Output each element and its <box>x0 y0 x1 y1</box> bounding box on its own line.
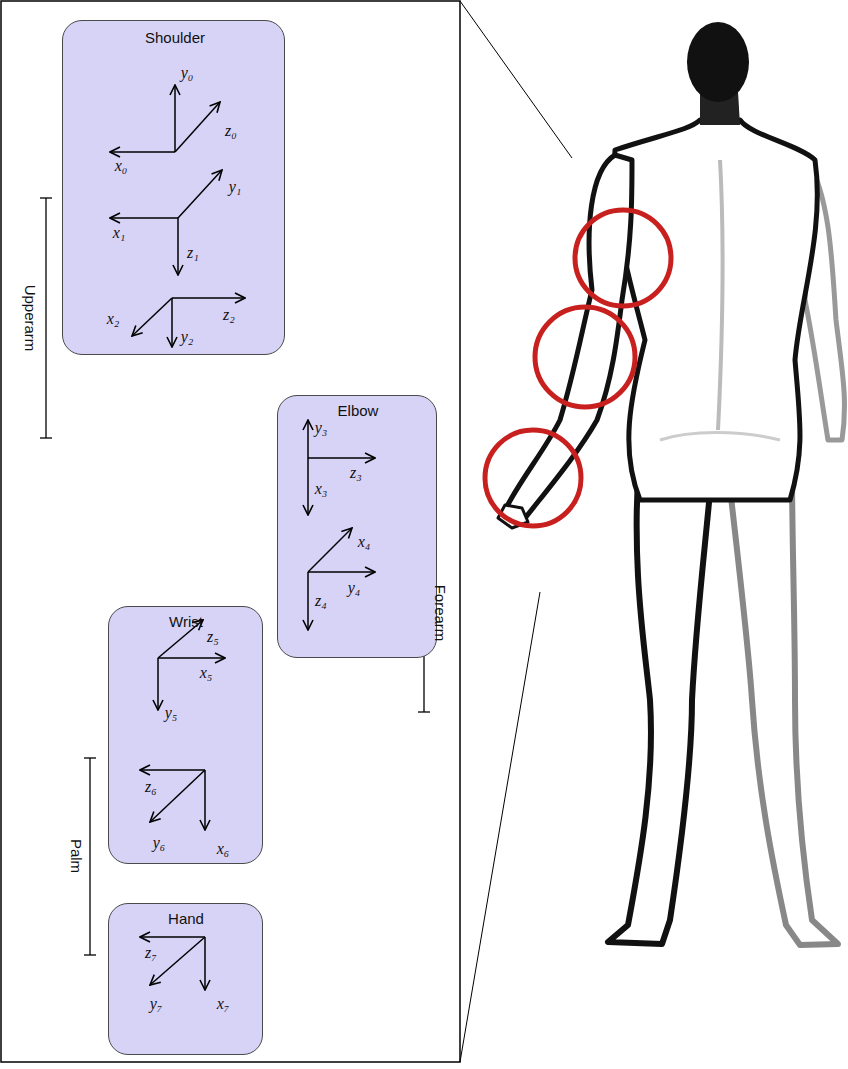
axis-label: x₆ <box>217 840 230 858</box>
joint-heading: Shoulder <box>145 30 205 47</box>
joint-box: Shoulder y₀ z₀ x₀ y₁ x₁ z₁ x₂ z₂ y₂ <box>62 20 285 355</box>
segment-label: Upperarm <box>22 285 39 352</box>
axis-label: z₄ <box>315 592 327 610</box>
axis-label: x₁ <box>113 224 126 242</box>
axis-label: z₁ <box>187 244 199 262</box>
human-figure <box>498 22 844 945</box>
axis-label: x₀ <box>115 157 128 175</box>
axis-label: z₂ <box>223 306 235 324</box>
joint-box: Wristz₅ x₅ y₅ z₆ y₆ x₆ <box>108 606 263 864</box>
joint-box: Hand z₇ y₇ x₇ <box>108 903 263 1055</box>
axis-label: z₇ <box>145 944 157 962</box>
axis-label: x₂ <box>107 310 120 328</box>
joint-highlight <box>485 210 671 526</box>
axis-label: z₆ <box>145 778 157 796</box>
axis-label: x₄ <box>358 533 371 551</box>
axis-label: y₄ <box>348 579 361 597</box>
joint-box: Elbow y₃ z₃ x₃ x₄ y₄ z₄ <box>277 395 437 658</box>
axis-arrow <box>110 85 375 990</box>
axis-label: x₅ <box>200 664 213 682</box>
joint-heading: Hand <box>168 911 204 928</box>
joint-heading: Elbow <box>338 403 379 420</box>
axis-label: y₇ <box>150 995 163 1013</box>
panel-frame <box>1 1 460 1062</box>
segment-label: Forearm <box>432 585 449 642</box>
axis-label: x₃ <box>315 480 328 498</box>
axis-label: y₃ <box>315 419 328 437</box>
axis-label: z₀ <box>225 122 237 140</box>
axis-label: z₃ <box>350 464 362 482</box>
axis-label: y₅ <box>165 704 178 722</box>
joint-heading: Wrist <box>169 614 203 631</box>
zoom-line <box>460 592 540 1062</box>
axis-label: x₇ <box>217 995 230 1013</box>
segment-label: Palm <box>68 839 85 873</box>
axis-label: y₆ <box>153 834 166 852</box>
axis-label: y₀ <box>181 64 194 82</box>
zoom-line <box>460 1 572 158</box>
axis-label: z₅ <box>207 628 219 646</box>
axis-label: y₂ <box>181 328 194 346</box>
axis-label: y₁ <box>229 178 242 196</box>
